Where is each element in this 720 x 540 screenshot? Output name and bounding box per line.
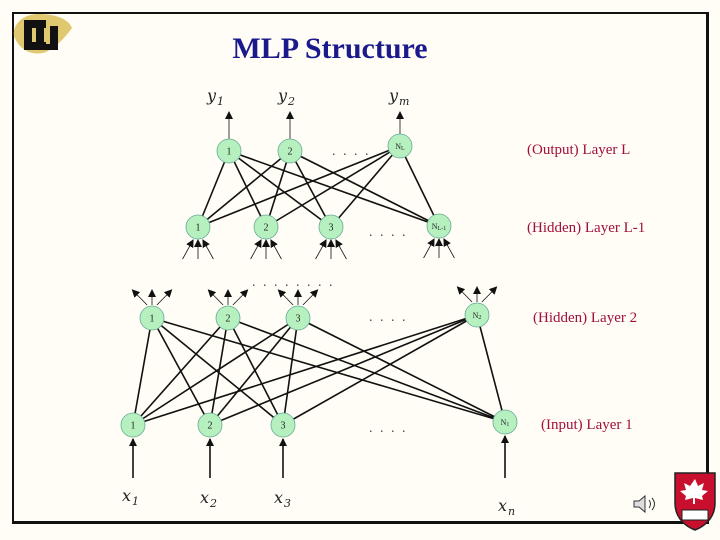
page-title: MLP Structure — [232, 32, 428, 65]
input-node-1 — [120, 412, 146, 438]
hidden_2-node-4 — [464, 302, 490, 328]
connection-line — [209, 314, 478, 426]
fan-out-arrow — [277, 289, 294, 306]
hidden_2-node-1 — [139, 305, 165, 331]
connection-line — [399, 145, 440, 227]
middle-layers-ellipsis: . . . . . . . . — [252, 275, 335, 290]
hidden_2-node-label-3: 3 — [296, 313, 301, 324]
input-label-3: x3 — [274, 488, 291, 510]
fan-out-arrow — [232, 289, 249, 306]
connection-line — [151, 317, 506, 423]
hidden_l1-node-4 — [426, 213, 452, 239]
connection-line — [265, 145, 401, 228]
input-node-label-2: 2 — [208, 420, 213, 431]
connection-line — [282, 317, 299, 426]
layer-label-output: (Output) Layer L — [527, 142, 631, 158]
connection-line — [282, 314, 478, 426]
hidden_l1-ellipsis: . . . . — [369, 225, 408, 240]
output-label-1: y1 — [206, 86, 224, 108]
connection-line — [132, 317, 299, 426]
fan-in-arrow — [443, 238, 455, 259]
input-label-1: x1 — [122, 486, 139, 508]
connection-line — [289, 150, 440, 227]
slide-frame — [12, 12, 709, 524]
connection-line — [151, 317, 211, 426]
fan-in-arrow — [202, 239, 214, 260]
fan-in-arrow — [423, 238, 435, 259]
hidden_l1-node-label-1: 1 — [196, 222, 201, 233]
hidden_l1-node-label-2: 2 — [264, 222, 269, 233]
speaker-icon — [630, 492, 660, 521]
input-node-3 — [270, 412, 296, 438]
connection-line — [228, 150, 267, 228]
connection-line — [209, 317, 299, 426]
diagram-text: y1 y2 ym x1 x2 x3 xn 1 2 NL . . . . 1 2 3 NL-1 . . . . 1… — [122, 86, 515, 518]
connection-lines — [132, 145, 506, 426]
io-arrows — [129, 111, 509, 478]
output-ellipsis: . . . . — [332, 144, 371, 159]
output-node-2 — [277, 138, 303, 164]
hidden_l1-node-label-4: NL-1 — [432, 222, 446, 233]
connection-line — [330, 145, 401, 228]
input-ellipsis: . . . . — [369, 421, 408, 436]
hidden_2-node-3 — [285, 305, 311, 331]
fan-out-arrow — [456, 286, 473, 303]
connection-line — [209, 317, 229, 426]
hidden_l1-node-2 — [253, 214, 279, 240]
connection-line — [197, 150, 230, 228]
fan-out-arrow — [481, 286, 498, 303]
connection-line — [197, 145, 401, 228]
connection-line — [476, 314, 506, 423]
output-node-3 — [387, 133, 413, 159]
input-node-4 — [492, 409, 518, 435]
fan-out-arrow — [156, 289, 173, 306]
output-label-3: ym — [388, 86, 409, 108]
fan-out-arrow — [131, 289, 148, 306]
fan-out-arrow — [302, 289, 319, 306]
output-node-1 — [216, 138, 242, 164]
layer-label-hidden-l1: (Hidden) Layer L-1 — [527, 220, 646, 236]
connection-line — [289, 150, 332, 228]
fan-in-arrow — [315, 239, 327, 260]
layer-label-input: (Input) Layer 1 — [541, 417, 633, 433]
output-node-label-2: 2 — [288, 146, 293, 157]
fan-out-arrow — [207, 289, 224, 306]
connection-line — [132, 314, 478, 426]
hidden_2-ellipsis: . . . . — [369, 310, 408, 325]
fan-in-arrow — [335, 239, 347, 260]
neuron-nodes — [120, 133, 518, 438]
input-node-label-4: N1 — [501, 418, 510, 429]
fan-in-arrow — [270, 239, 282, 260]
connection-line — [228, 150, 332, 228]
input-node-label-3: 3 — [281, 420, 286, 431]
hidden_l1-node-3 — [318, 214, 344, 240]
fan-in-arrow — [250, 239, 262, 260]
input-node-label-1: 1 — [131, 420, 136, 431]
hidden_2-node-label-2: 2 — [226, 313, 231, 324]
connection-line — [197, 150, 291, 228]
hidden_2-node-label-4: N2 — [473, 311, 482, 322]
connection-line — [132, 317, 153, 426]
connection-line — [265, 150, 291, 228]
connection-line — [297, 317, 506, 423]
output-node-label-3: NL — [395, 142, 405, 153]
input-node-2 — [197, 412, 223, 438]
connection-line — [227, 317, 284, 426]
cu-logo-icon — [6, 6, 76, 67]
connection-line — [228, 150, 440, 227]
hidden_l1-node-label-3: 3 — [329, 222, 334, 233]
input-label-2: x2 — [200, 488, 217, 510]
fan-in-arrow — [182, 239, 194, 260]
hidden_2-node-2 — [215, 305, 241, 331]
output-node-label-1: 1 — [227, 146, 232, 157]
connection-line — [151, 317, 284, 426]
rmc-logo-icon — [672, 470, 718, 537]
input-label-4: xn — [498, 496, 515, 518]
hidden_2-node-label-1: 1 — [150, 313, 155, 324]
layer-label-hidden-2: (Hidden) Layer 2 — [533, 310, 638, 326]
hidden_l1-node-1 — [185, 214, 211, 240]
output-label-2: y2 — [277, 86, 295, 108]
connection-line — [227, 317, 506, 423]
